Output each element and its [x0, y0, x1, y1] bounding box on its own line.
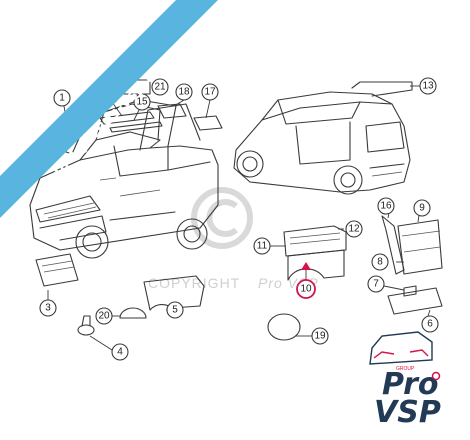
seal-ring-part: [267, 313, 301, 341]
callout-11: 11: [253, 237, 271, 255]
callout-5: 5: [166, 301, 184, 319]
callout-9: 9: [413, 199, 431, 217]
rear-bumper-part: [387, 287, 443, 315]
pro-vsp-logo: GROUP Pro VSP: [369, 331, 441, 430]
roof-rail-lower-part: [109, 121, 163, 133]
callout-4: 4: [111, 343, 129, 361]
callout-label: 13: [422, 81, 434, 92]
callout-label: 16: [380, 201, 392, 212]
callout-label: 3: [45, 303, 51, 314]
rear-panel-part: [397, 219, 443, 275]
callout-6: 6: [421, 315, 439, 333]
callout-label: 17: [204, 87, 216, 98]
callout-label: 20: [98, 311, 110, 322]
clip-part: [77, 315, 95, 336]
sticker-17-part: [193, 115, 223, 131]
callout-label: 10: [300, 284, 312, 295]
callout-label: 9: [419, 203, 425, 214]
callout-label: 12: [348, 224, 360, 235]
callout-7: 7: [367, 275, 385, 293]
rear-car-drawing: [233, 81, 413, 195]
logo-accent-dot: [431, 371, 441, 381]
small-clip-part: [403, 285, 417, 297]
copyright-watermark: COPYRIGHT Pro VSP: [148, 187, 318, 291]
callout-label: 19: [314, 331, 326, 342]
roof-rail-part: [99, 111, 155, 125]
grille-part: [35, 253, 79, 287]
callout-label: 1: [59, 93, 65, 104]
callout-label: 4: [117, 347, 123, 358]
callout-18: 18: [175, 83, 193, 101]
callout-label: 7: [373, 279, 379, 290]
side-trim-part: [381, 215, 405, 275]
copyright-text: COPYRIGHT: [148, 275, 240, 291]
callout-21: 21: [151, 78, 169, 96]
callout-label: 11: [257, 241, 268, 252]
url-banner-watermark: pro-pieces-vsp.com: [0, 0, 218, 218]
callout-8: 8: [371, 253, 389, 271]
callout-label: 18: [178, 87, 190, 98]
callout-13: 13: [419, 77, 437, 95]
callout-20: 20: [95, 307, 113, 325]
callout-1: 1: [53, 89, 71, 107]
callout-17: 17: [201, 83, 219, 101]
callout-15: 15: [133, 93, 151, 111]
callout-19: 19: [311, 327, 329, 345]
callout-label: 5: [172, 305, 178, 316]
callout-label: 15: [136, 97, 148, 108]
callout-12: 12: [345, 220, 363, 238]
logo-pro-text: Pro: [382, 367, 438, 402]
logo-vsp-text: VSP: [374, 395, 441, 430]
callout-label: 8: [377, 257, 383, 268]
callout-16: 16: [377, 197, 395, 215]
front-fender-part: [143, 275, 205, 311]
cap-part: [119, 307, 147, 319]
callout-label: 6: [427, 319, 433, 330]
sticker-18-part: [157, 103, 187, 119]
wheel-arch-assembly-part: [283, 225, 347, 282]
logo-group-text: GROUP: [396, 366, 415, 372]
callout-10-highlighted: 10: [296, 279, 316, 299]
callout-label: 21: [154, 82, 166, 93]
callout-3: 3: [39, 299, 57, 317]
